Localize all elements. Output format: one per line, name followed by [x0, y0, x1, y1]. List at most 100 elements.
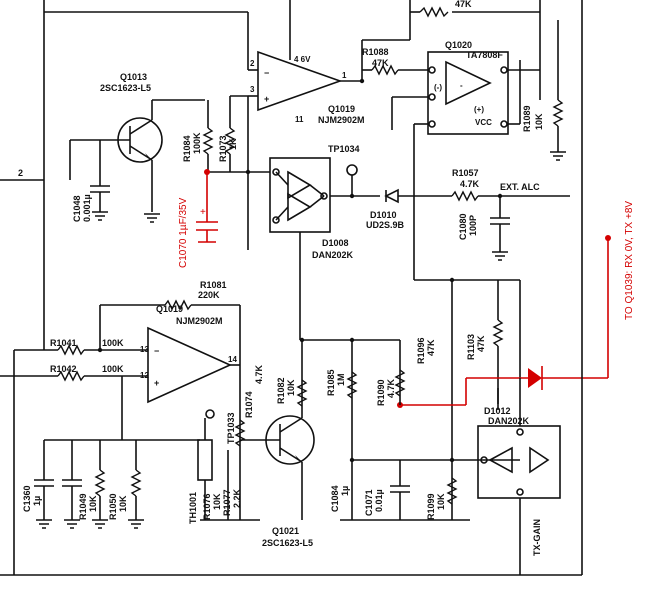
opamp-pin2: 2 — [250, 59, 255, 68]
r1085-label: R1085 — [326, 369, 336, 396]
d1012-part: DAN202K — [488, 416, 530, 426]
diode-d1012 — [477, 425, 561, 499]
opamp-q1019-bottom — [147, 326, 232, 404]
r1082-value: 10K — [286, 379, 296, 396]
resistor-r1099 — [446, 477, 458, 505]
svg-text:+: + — [200, 207, 206, 218]
r1090-value: 4.7K — [386, 378, 396, 398]
resistor-r1049 — [94, 469, 106, 497]
c1080-label: C1080 — [458, 213, 468, 240]
diode-d1010 — [384, 188, 399, 204]
resistor-r1084 — [202, 127, 214, 155]
q1021-part: 2SC1623-L5 — [262, 538, 313, 548]
resistor-r1050 — [130, 469, 142, 497]
resistor-r1041 — [57, 344, 85, 356]
q1020-part: TA7808F — [466, 50, 503, 60]
c1084-label: C1084 — [330, 485, 340, 512]
r1076-label: R1076 — [202, 493, 212, 520]
opamp-q1019-top — [257, 50, 343, 112]
resistor-r1088 — [371, 64, 399, 76]
q1020-label: Q1020 — [445, 40, 472, 50]
svg-text:-: - — [460, 81, 463, 90]
resistor-r1042 — [57, 370, 85, 382]
r1076-value: 10K — [212, 493, 222, 510]
r1082-label: R1082 — [276, 377, 286, 404]
resistor-top — [419, 6, 449, 18]
q1019-bottom-label: Q1019 — [156, 304, 183, 314]
c1048-label: C1048 — [72, 195, 82, 222]
c1048-value: 0.001µ — [82, 194, 92, 222]
r1090-label: R1090 — [376, 379, 386, 406]
r1041-value: 100K — [102, 338, 124, 348]
r1081-value: 220K — [198, 290, 220, 300]
c1071-label: C1071 — [364, 489, 374, 516]
r1049-label: R1049 — [78, 493, 88, 520]
svg-text:14: 14 — [228, 355, 237, 364]
tp1034 — [346, 164, 358, 176]
resistor-r1074 — [234, 419, 246, 447]
q1019-top-part: NJM2902M — [318, 115, 365, 125]
tx-gain-label: TX-GAIN — [532, 519, 542, 556]
c1070-red-label: C1070 1µF/35V — [178, 197, 189, 268]
ic-plus-label: (+) — [474, 105, 484, 114]
r1088-value: 47K — [372, 58, 389, 68]
r1041-label: R1041 — [50, 338, 77, 348]
ground-r1089 — [550, 151, 566, 161]
r1050-label: R1050 — [108, 493, 118, 520]
svg-text:+: + — [264, 94, 269, 104]
opamp-supply-pins: 4 6V — [294, 55, 311, 64]
th1001-label: TH1001 — [188, 492, 198, 524]
r1042-label: R1042 — [50, 364, 77, 374]
c1071-value: 0.01µ — [374, 489, 384, 512]
left-pin-2: 2 — [18, 168, 23, 178]
tp1033 — [205, 409, 215, 419]
r1057-label: R1057 — [452, 168, 479, 178]
q1013-label: Q1013 — [120, 72, 147, 82]
opamp-pin3: 3 — [250, 85, 255, 94]
c1084-value: 1µ — [340, 486, 350, 496]
r1074-label: R1074 — [244, 391, 254, 418]
q1019-bottom-part: NJM2902M — [176, 316, 223, 326]
d1012-label: D1012 — [484, 406, 511, 416]
r1096-label: R1096 — [416, 337, 426, 364]
ic-minus-label: (-) — [434, 83, 442, 92]
q1019-top-label: Q1019 — [328, 104, 355, 114]
red-diode — [528, 368, 542, 388]
resistor-r1103 — [492, 319, 504, 347]
resistor-r1081 — [164, 299, 192, 311]
svg-text:+: + — [154, 378, 159, 388]
r1057-value: 4.7K — [460, 179, 480, 189]
r-top-value: 47K — [455, 0, 472, 9]
c1360-value: 1µ — [32, 496, 42, 506]
r1077-value: 2.2K — [232, 488, 242, 508]
resistor-r1089 — [552, 99, 564, 127]
thermistor-th1001 — [197, 439, 213, 481]
r1073-label: R1073 — [218, 135, 228, 162]
r1089-value: 10K — [534, 113, 544, 130]
r1089-label: R1089 — [522, 105, 532, 132]
d1008-label: D1008 — [322, 238, 349, 248]
r1096-value: 47K — [426, 339, 436, 356]
opamp-pin1: 1 — [342, 71, 347, 80]
opamp-pin11: 11 — [295, 115, 304, 124]
ext-alc-label: EXT. ALC — [500, 182, 540, 192]
ic-vcc-label: VCC — [475, 118, 492, 127]
r1103-value: 47K — [476, 335, 486, 352]
q1013-part: 2SC1623-L5 — [100, 83, 151, 93]
resistor-r1073 — [224, 127, 236, 155]
ic-q1020 — [427, 51, 509, 135]
c1360-label: C1360 — [22, 485, 32, 512]
tp1034-label: TP1034 — [328, 144, 360, 154]
resistor-r1082 — [296, 379, 308, 407]
to-q1039-label: TO Q1039: RX 0V, TX +8V — [624, 201, 635, 320]
r1073-value: 1K — [228, 138, 238, 150]
r1049-value: 10K — [88, 495, 98, 512]
svg-text:−: − — [154, 346, 159, 356]
r1077-label: R1077 — [222, 489, 232, 516]
d1010-label: D1010 — [370, 210, 397, 220]
resistor-r1085 — [346, 371, 358, 399]
svg-text:−: − — [264, 68, 269, 78]
d1010-part: UD2S.9B — [366, 220, 405, 230]
r1099-value: 10K — [436, 493, 446, 510]
